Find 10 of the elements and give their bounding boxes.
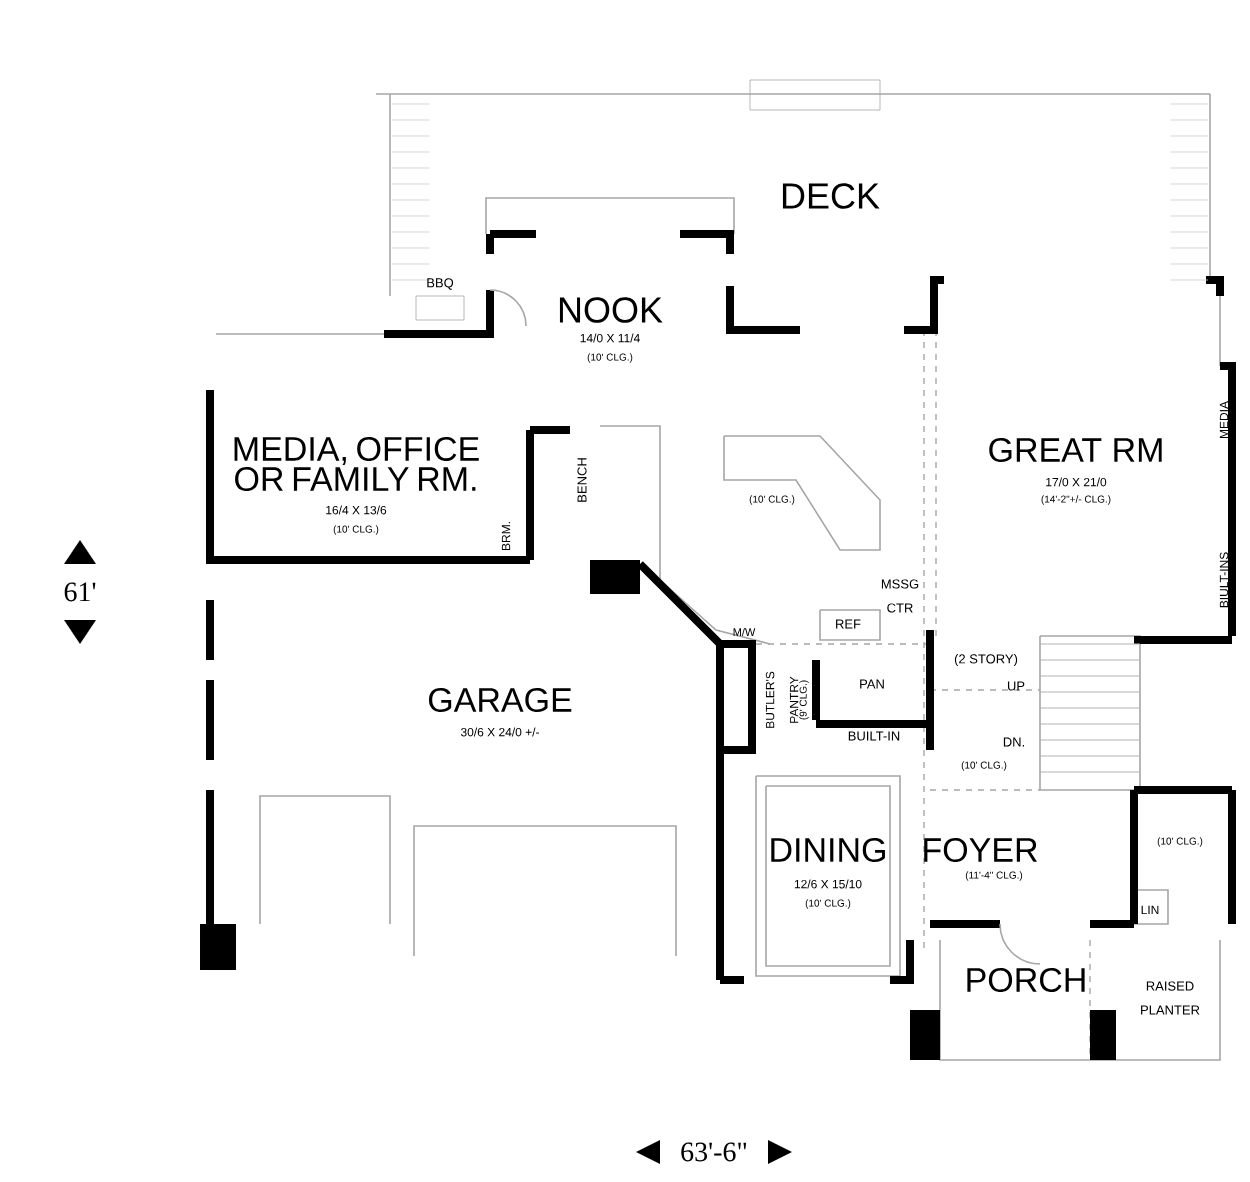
room-name: DECK	[782, 183, 880, 209]
dimension-label: 63'-6"	[681, 1142, 747, 1162]
dimension-label: 61'	[64, 582, 96, 602]
room-name: PORCH	[967, 967, 1085, 993]
room-name: NOOK	[559, 297, 663, 323]
room-name: FOYER	[924, 837, 1037, 863]
room-name: DINING	[771, 837, 885, 863]
room-name: GARAGE	[429, 687, 572, 713]
room-name: MEDIA, OFFICE OR FAMILY RM.	[234, 436, 479, 492]
room-name: GREAT RM	[989, 437, 1162, 463]
